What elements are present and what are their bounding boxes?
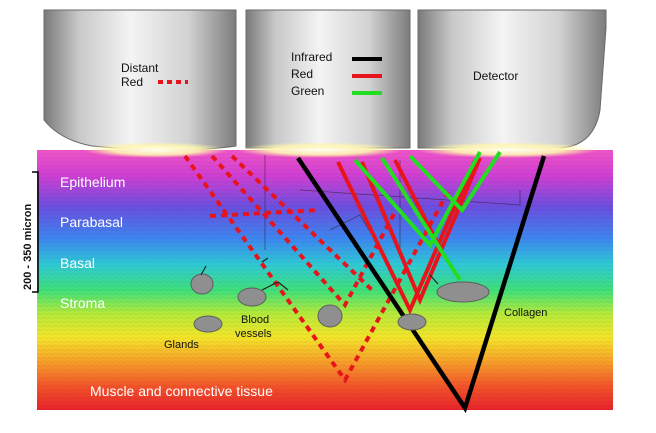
distant-red-beams: [183, 154, 450, 384]
depth-label: 200 - 350 micron: [22, 204, 34, 290]
infrared-beam: [296, 155, 547, 414]
detector-label: Detector: [473, 69, 518, 83]
glow-middle: [238, 142, 402, 158]
label-blood: Blood: [241, 314, 269, 326]
layer-stroma: Stroma: [60, 295, 105, 311]
label-glands: Glands: [164, 339, 199, 351]
gland-structures: [190, 273, 490, 333]
probe-source: [245, 9, 411, 149]
vessel-lines: [200, 257, 439, 291]
probe-left-line2: Red: [121, 75, 143, 89]
legend-green-label: Green: [291, 84, 324, 98]
green-beams: [353, 150, 502, 282]
layer-parabasal: Parabasal: [60, 214, 123, 230]
label-collagen: Collagen: [504, 307, 547, 319]
depth-bracket: [32, 171, 39, 293]
legend-infrared-label: Infrared: [291, 50, 332, 64]
layer-basal: Basal: [60, 255, 95, 271]
layer-muscle: Muscle and connective tissue: [90, 383, 273, 399]
glow-left: [84, 142, 228, 158]
thin-lines: [264, 155, 521, 250]
label-vessels: vessels: [235, 328, 272, 340]
glow-right: [418, 142, 598, 158]
layer-epithelium: Epithelium: [60, 174, 125, 190]
probe-left-line1: Distant: [121, 61, 159, 75]
legend-red-label: Red: [291, 67, 313, 81]
